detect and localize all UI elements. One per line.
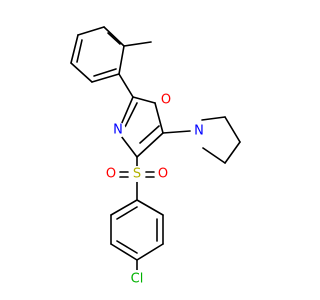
bond	[116, 206, 138, 220]
atom-label: O	[158, 167, 168, 182]
bond	[76, 39, 83, 63]
chlorine-atom: Cl	[128, 270, 146, 288]
bond	[103, 26, 125, 47]
oxazole-oxygen-atom: O	[158, 92, 174, 108]
bond	[110, 243, 138, 261]
atom-label: Cl	[131, 272, 144, 287]
bond	[107, 32, 121, 45]
atom-labels: O N N S O O Cl	[103, 92, 207, 288]
bond	[93, 68, 117, 77]
bond	[116, 240, 138, 254]
sulfonyl-oxygen-right-atom: O	[155, 166, 171, 182]
bond	[139, 125, 160, 144]
atom-label: O	[161, 93, 171, 108]
atom-label: O	[106, 167, 116, 182]
bond	[77, 26, 105, 36]
bond	[70, 34, 79, 64]
bond	[132, 96, 156, 104]
oxazole-nitrogen-atom: N	[110, 122, 126, 138]
bond	[201, 116, 226, 121]
molecule-structure-diagram: O N N S O O Cl	[70, 26, 241, 288]
bond	[162, 130, 191, 134]
bond	[118, 73, 134, 98]
bond	[110, 199, 138, 216]
bond	[136, 199, 164, 216]
pyrrolidine-nitrogen-atom: N	[191, 123, 207, 139]
bonds	[70, 26, 241, 274]
bond	[136, 243, 164, 261]
atom-label: N	[194, 124, 204, 139]
bond	[124, 102, 138, 128]
bond	[202, 147, 226, 164]
atom-label: N	[113, 123, 123, 138]
bond	[136, 132, 164, 158]
sulfur-atom: S	[129, 166, 145, 182]
bond	[118, 45, 125, 75]
sulfonyl-oxygen-left-atom: O	[103, 166, 119, 182]
bond	[154, 102, 164, 134]
bond	[224, 141, 241, 164]
bond	[123, 41, 152, 47]
bond	[70, 62, 93, 83]
atom-label: S	[133, 167, 141, 182]
bond	[91, 73, 120, 83]
bond	[224, 116, 241, 143]
